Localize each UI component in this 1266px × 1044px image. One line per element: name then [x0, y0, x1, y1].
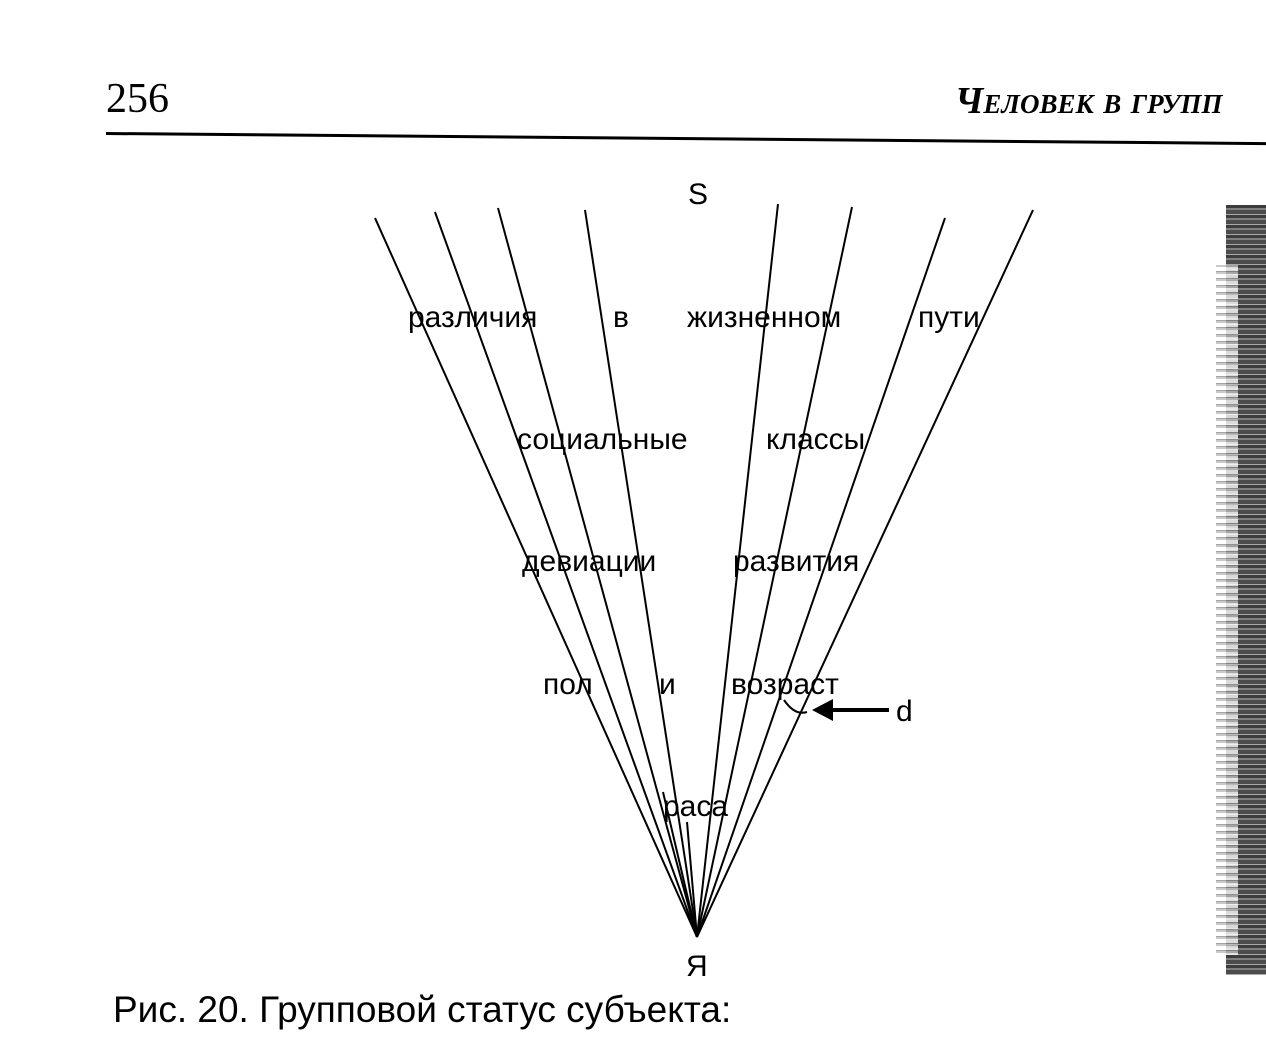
inner-ray: [662, 791, 698, 938]
pointer-arrow: [812, 699, 889, 721]
label-pol: пол: [543, 668, 593, 701]
fan-ray: [696, 203, 779, 938]
label-s: S: [688, 178, 708, 211]
label-deviacii: девиации: [522, 545, 656, 578]
angle-arc: [783, 699, 808, 714]
fan-ray: [696, 206, 853, 938]
label-zhiznennom: жизненном: [687, 301, 841, 334]
fan-ray: [696, 209, 1034, 938]
label-ya: Я: [686, 950, 708, 983]
label-socialnye: социальные: [517, 423, 688, 456]
fan-rays: [374, 203, 1034, 938]
fan-ray: [497, 207, 698, 938]
fan-ray: [434, 211, 698, 938]
running-head: Человек в групп: [955, 80, 1223, 122]
label-d: d: [896, 695, 913, 728]
inner-rays: [662, 791, 698, 938]
label-puti: пути: [918, 301, 980, 334]
figure-caption: Рис. 20. Групповой статус субъекта:: [113, 989, 732, 1030]
label-v: в: [613, 301, 629, 334]
scan-shadow-edge-inner: [1216, 265, 1238, 955]
label-rasa: раса: [663, 790, 728, 823]
fan-ray: [696, 217, 946, 938]
page-number: 256: [106, 76, 169, 122]
label-vozrast: возраст: [731, 668, 839, 701]
label-razvitiya: развития: [733, 545, 859, 578]
label-razlichiya: различия: [408, 301, 537, 334]
inner-ray: [686, 821, 698, 938]
fan-ray: [584, 209, 698, 938]
fan-ray: [374, 217, 698, 938]
label-i: и: [659, 668, 676, 701]
label-klassy: классы: [766, 423, 865, 456]
